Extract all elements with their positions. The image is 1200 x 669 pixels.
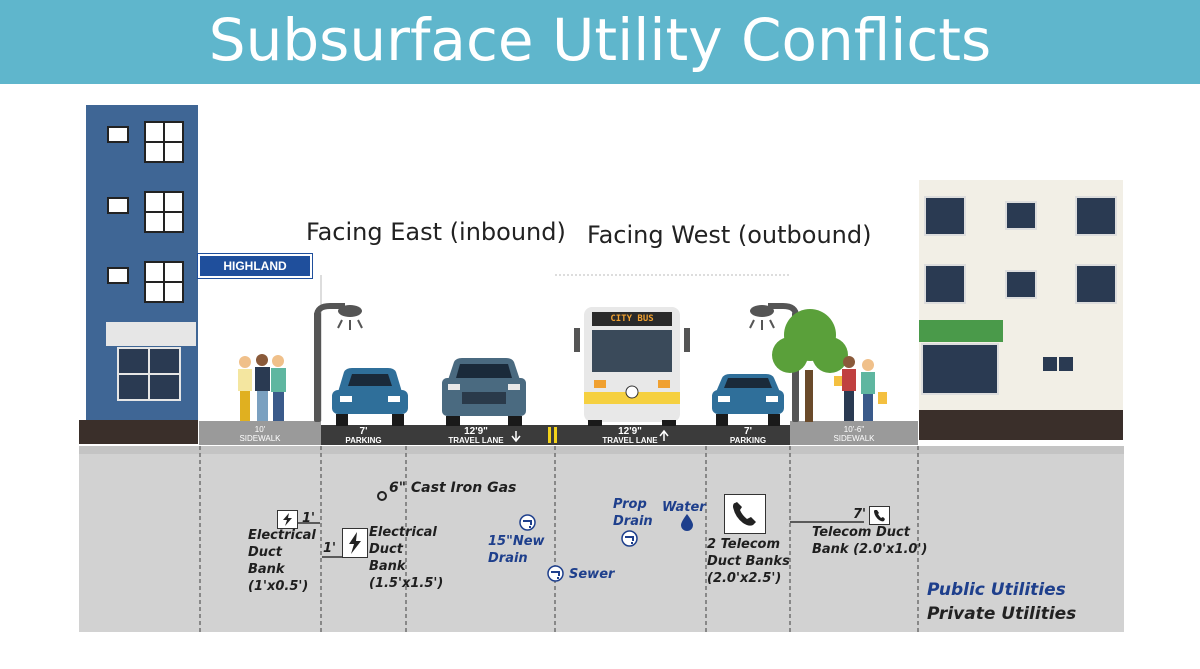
legend-private-utilities: Private Utilities bbox=[927, 604, 1077, 624]
lane-label-sidewalk-right: 10'-6"SIDEWALK bbox=[833, 425, 875, 443]
legend-public-utilities: Public Utilities bbox=[927, 580, 1066, 600]
subsurface-ground bbox=[79, 446, 1124, 632]
lane-label-travel-outbound: 12'9"TRAVEL LANE bbox=[602, 426, 658, 446]
electrical-icon bbox=[342, 528, 368, 558]
bus-sign: CITY BUS bbox=[610, 314, 654, 324]
water-label: Water bbox=[662, 500, 706, 515]
tree bbox=[772, 309, 848, 422]
title-banner bbox=[0, 0, 1200, 84]
water-drop-icon bbox=[680, 513, 694, 531]
right-building bbox=[919, 180, 1123, 440]
gas-label: 6" Cast Iron Gas bbox=[389, 480, 517, 496]
lane-label-sidewalk-left: 10'SIDEWALK bbox=[239, 425, 281, 443]
facing-west-label: Facing West (outbound) bbox=[587, 221, 872, 249]
lane-label-parking-right: 7'PARKING bbox=[729, 426, 767, 446]
telecom-1-offset: 7' bbox=[853, 507, 867, 522]
sewer-icon bbox=[547, 565, 564, 582]
telephone-icon bbox=[869, 506, 890, 525]
electrical-icon bbox=[277, 510, 298, 529]
left-building bbox=[79, 105, 198, 444]
left-sidewalk bbox=[199, 421, 321, 445]
lane-label-parking-left: 7'PARKING bbox=[345, 426, 382, 446]
right-sidewalk bbox=[790, 421, 918, 445]
page-title: Subsurface Utility Conflicts bbox=[208, 6, 992, 74]
pedestrians-right bbox=[834, 356, 887, 421]
drain-icon bbox=[621, 530, 638, 547]
drain-icon bbox=[519, 514, 536, 531]
lane-label-travel-inbound: 12'9"TRAVEL LANE bbox=[448, 426, 504, 446]
left-streetlight bbox=[314, 303, 363, 422]
gas-pipe-marker bbox=[377, 491, 387, 501]
pedestrians-left bbox=[238, 354, 286, 421]
facing-east-label: Facing East (inbound) bbox=[306, 218, 566, 246]
city-bus bbox=[574, 307, 690, 426]
street-sign: HIGHLAND AVENUE bbox=[197, 253, 313, 293]
suv-travel-lane bbox=[442, 358, 526, 426]
car-parking-left bbox=[332, 368, 408, 426]
electrical-2-offset: 1' bbox=[323, 541, 337, 556]
car-parking-right bbox=[712, 374, 784, 426]
electrical-1-offset: 1' bbox=[302, 511, 316, 526]
telephone-icon bbox=[724, 494, 766, 534]
sewer-label: Sewer bbox=[569, 567, 615, 582]
